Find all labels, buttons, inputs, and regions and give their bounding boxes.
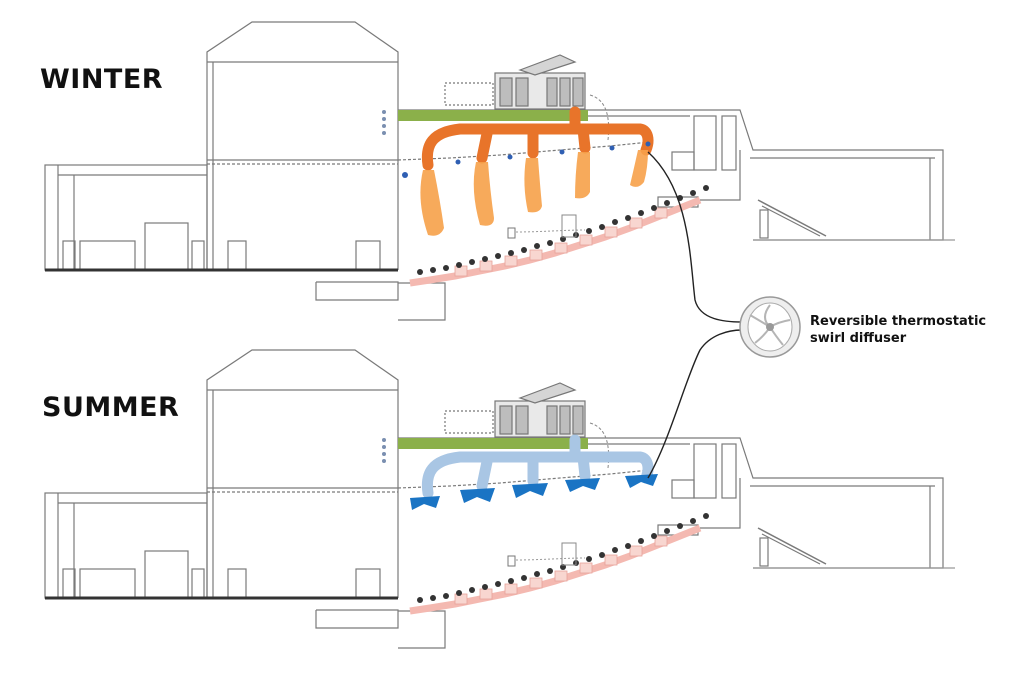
summer-cool-air-diffusers: [410, 474, 658, 510]
summer-section: [45, 350, 955, 648]
winter-label: WINTER: [40, 64, 164, 95]
winter-section: [45, 22, 955, 320]
callout-leader-lines: [647, 151, 743, 479]
summer-supply-duct: [421, 434, 654, 499]
callout-line-1: Reversible thermostatic: [810, 314, 987, 329]
callout-line-2: swirl diffuser: [810, 331, 907, 346]
winter-warm-air-jets: [420, 150, 648, 236]
winter-supply-duct: [421, 106, 654, 171]
diffuser-callout: Reversible thermostatic swirl diffuser: [810, 313, 1010, 347]
winter-diffusers: [402, 141, 651, 178]
swirl-diffuser-icon: [739, 296, 801, 358]
summer-label: SUMMER: [42, 392, 180, 423]
